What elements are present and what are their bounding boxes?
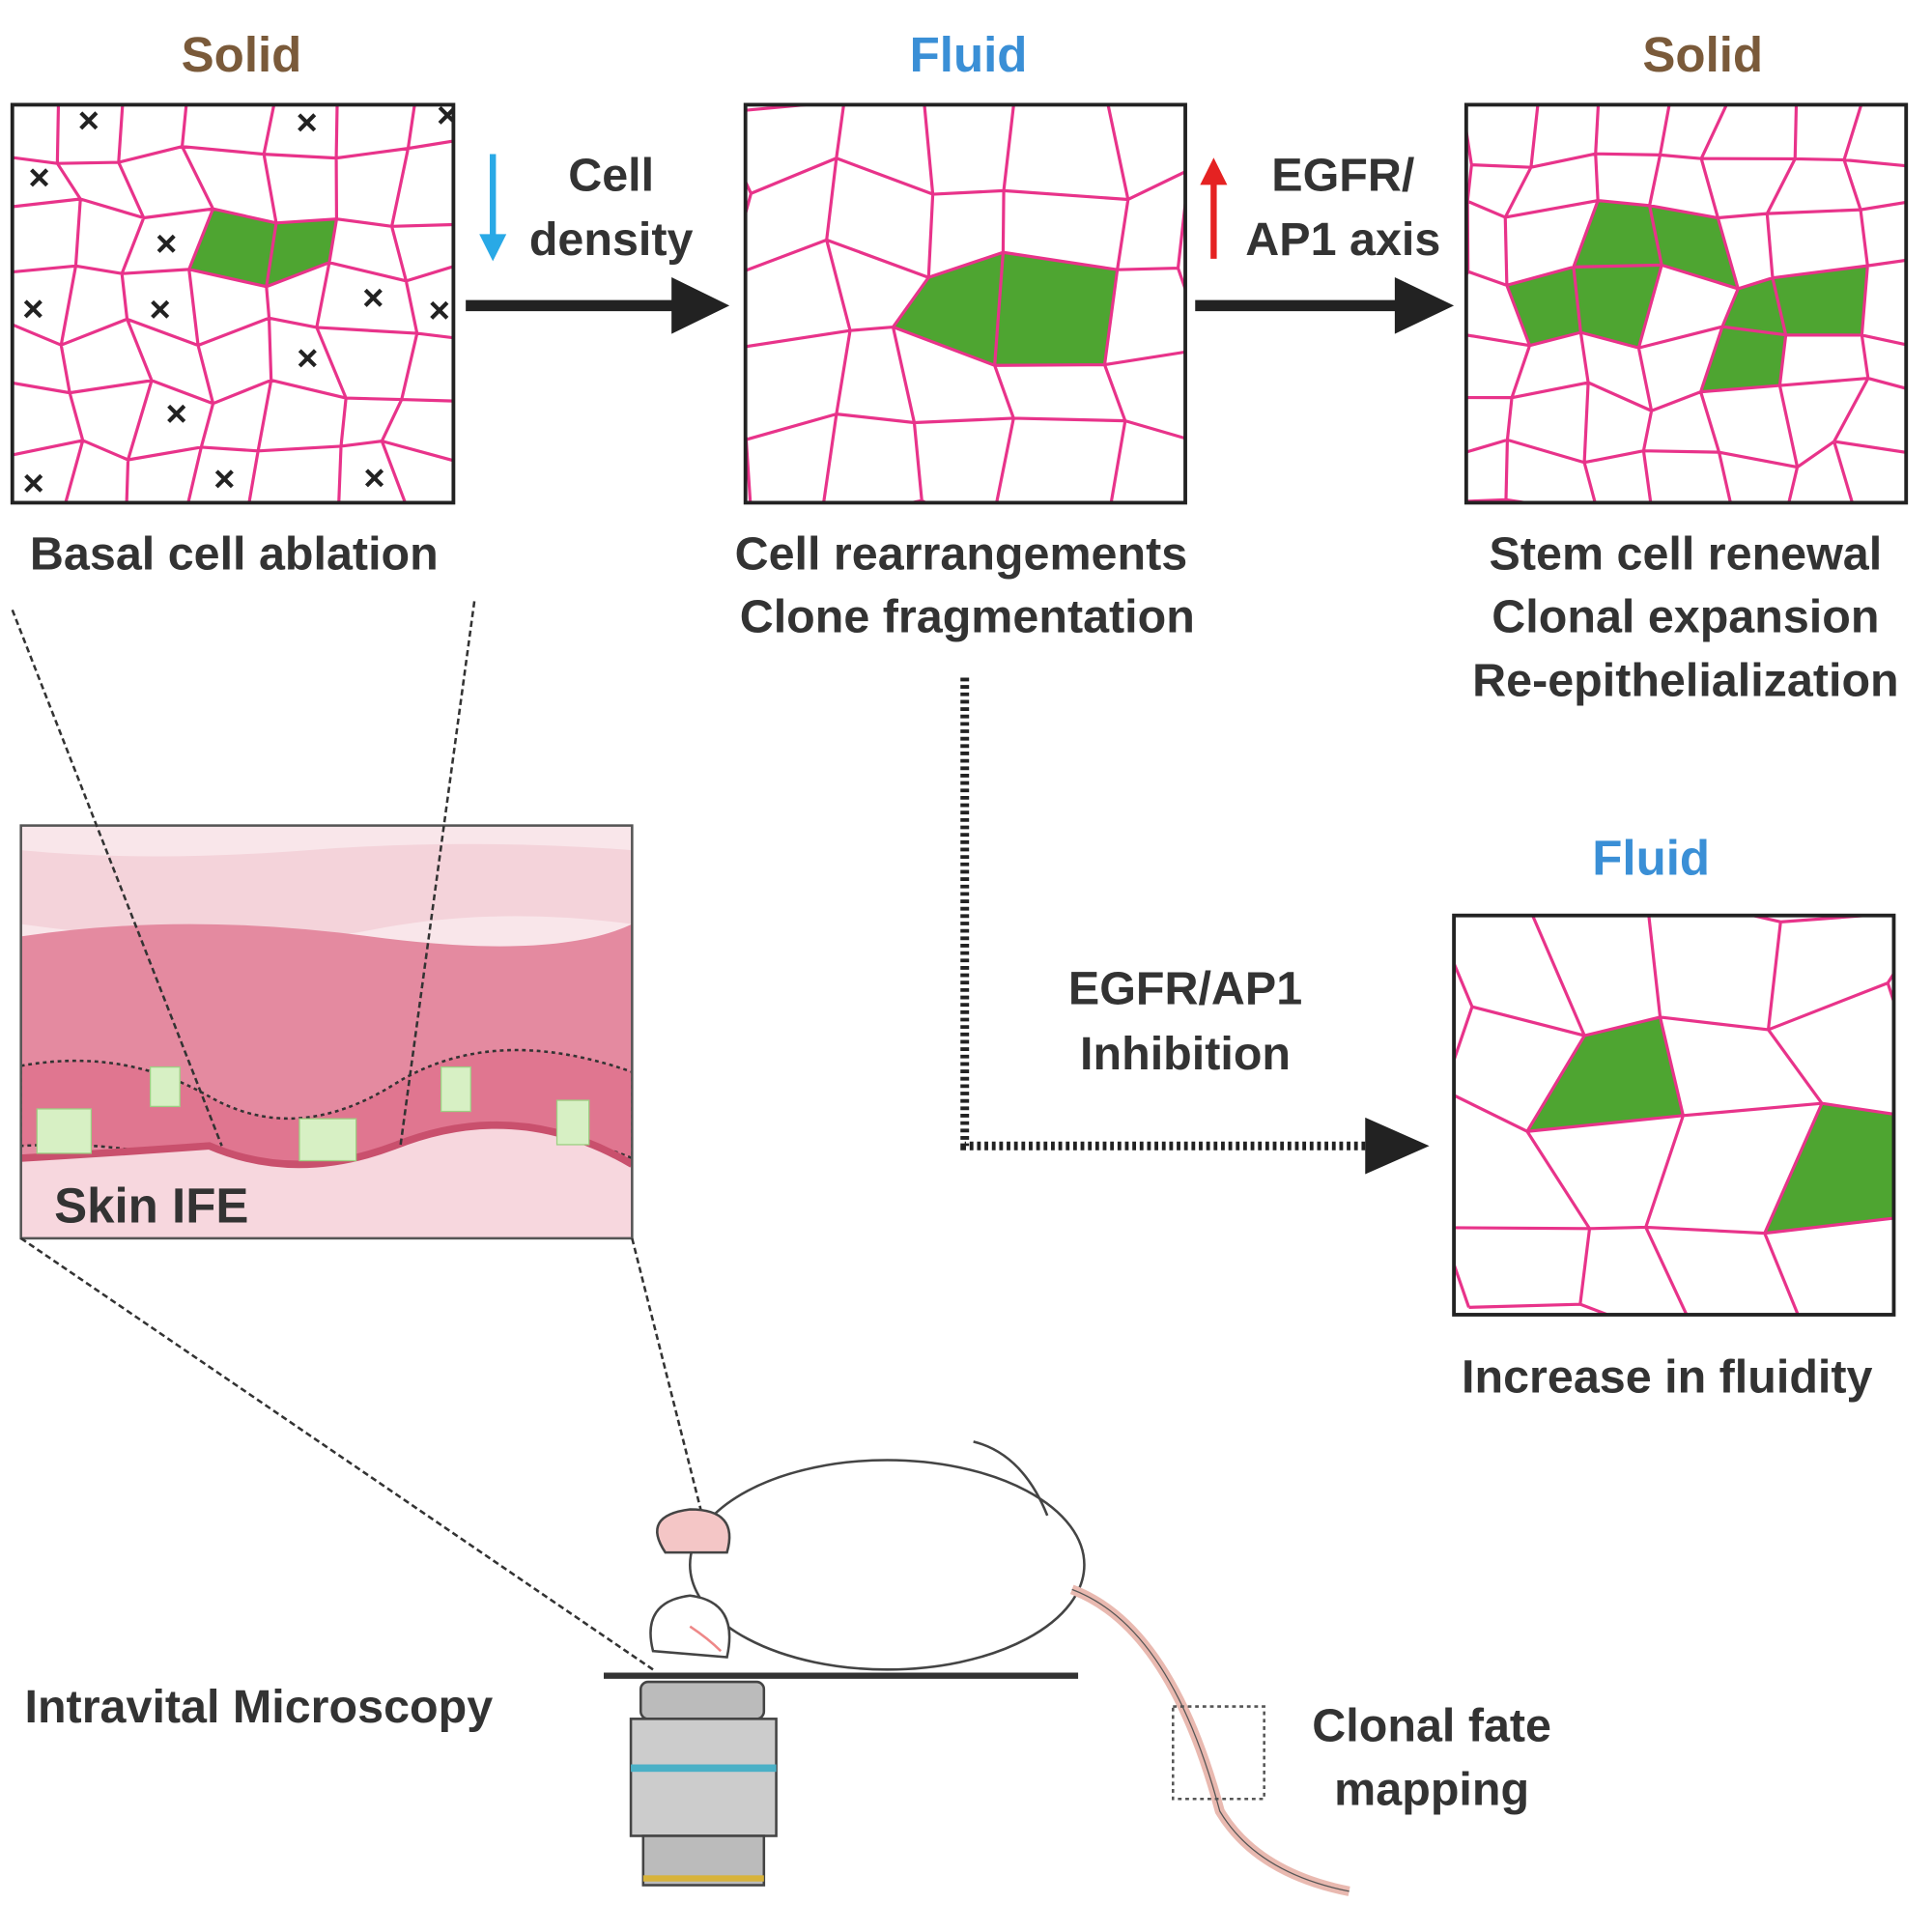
ablated-cell-x-icon: × (429, 290, 450, 331)
fate-mapping-region (1172, 1705, 1265, 1801)
panel-3-caption-2: Clonal expansion (1492, 590, 1879, 642)
fluid-tissue-panel-inhibition (1454, 915, 1894, 1315)
ablated-cell-x-icon: × (78, 100, 99, 142)
solid-tissue-panel-renewal (1465, 104, 1907, 503)
panel-1-state: Solid (182, 27, 302, 82)
arrow-1-label-2: density (529, 213, 694, 266)
ablated-cell-x-icon: × (165, 393, 186, 435)
arrow-2-label-2: AP1 axis (1245, 213, 1440, 266)
ablated-cell-x-icon: × (22, 463, 43, 504)
ablated-cell-x-icon: × (297, 102, 318, 144)
ablated-cell-x-icon: × (297, 337, 318, 379)
skin-ife-label: Skin IFE (54, 1178, 248, 1233)
panel-2-caption-1: Cell rearrangements (735, 527, 1188, 580)
clone-cell (1700, 327, 1786, 392)
microscopy-label: Intravital Microscopy (25, 1681, 494, 1733)
arrow-2-label-1: EGFR/ (1271, 150, 1414, 202)
clone-cell (1764, 1103, 1894, 1234)
fluid-tissue-panel (745, 104, 1186, 503)
cell-membranes (1454, 915, 1894, 1315)
panel-3-caption-1: Stem cell renewal (1490, 527, 1883, 580)
panel-3-state: Solid (1642, 27, 1763, 82)
mouse-illustration (649, 1440, 1350, 1896)
cell-membranes (1465, 104, 1907, 503)
panel-4-state: Fluid (1592, 831, 1710, 886)
panel-4-caption: Increase in fluidity (1462, 1350, 1872, 1403)
ablated-cell-x-icon: × (28, 156, 49, 198)
inhibition-label-2: Inhibition (1080, 1028, 1291, 1080)
clone-cell (1506, 267, 1581, 346)
ablated-cell-x-icon: × (437, 95, 458, 136)
cell-membranes (12, 104, 454, 503)
panel-2-state: Fluid (910, 27, 1028, 82)
ablated-cell-x-icon: × (156, 223, 177, 265)
arrow-1-label-1: Cell (568, 150, 654, 202)
cell-membranes (745, 104, 1186, 503)
microscope-objective-icon (629, 1680, 778, 1887)
clone-cell (1772, 266, 1868, 335)
zoom-guide-lines (11, 601, 710, 1671)
fate-mapping-label-2: mapping (1334, 1764, 1529, 1816)
clone-cell (1526, 1016, 1684, 1132)
clone-cell (994, 252, 1118, 366)
clone-cell (1573, 200, 1662, 268)
clone-cell (188, 209, 276, 287)
ablated-cell-x-icon: × (149, 289, 170, 330)
panel-2-caption-2: Clone fragmentation (740, 590, 1195, 642)
dotted-inhibition-arrow (960, 677, 1375, 1151)
panel-3-caption-3: Re-epithelialization (1472, 655, 1899, 707)
inhibition-label-1: EGFR/AP1 (1068, 963, 1302, 1015)
ablated-cell-x-icon: × (362, 277, 384, 319)
ablated-cell-x-icon: × (363, 457, 384, 498)
ablated-cell-x-icon: × (213, 459, 235, 500)
clone-cell (266, 218, 337, 287)
skin-ife-section: Skin IFE (20, 825, 633, 1238)
solid-tissue-panel-ablation: × × × × × × × × × × × × × × (12, 95, 458, 504)
clone-cell (1573, 265, 1662, 349)
fate-mapping-label-1: Clonal fate (1312, 1699, 1551, 1751)
panel-1-caption: Basal cell ablation (30, 527, 439, 580)
ablated-cell-x-icon: × (22, 288, 43, 329)
